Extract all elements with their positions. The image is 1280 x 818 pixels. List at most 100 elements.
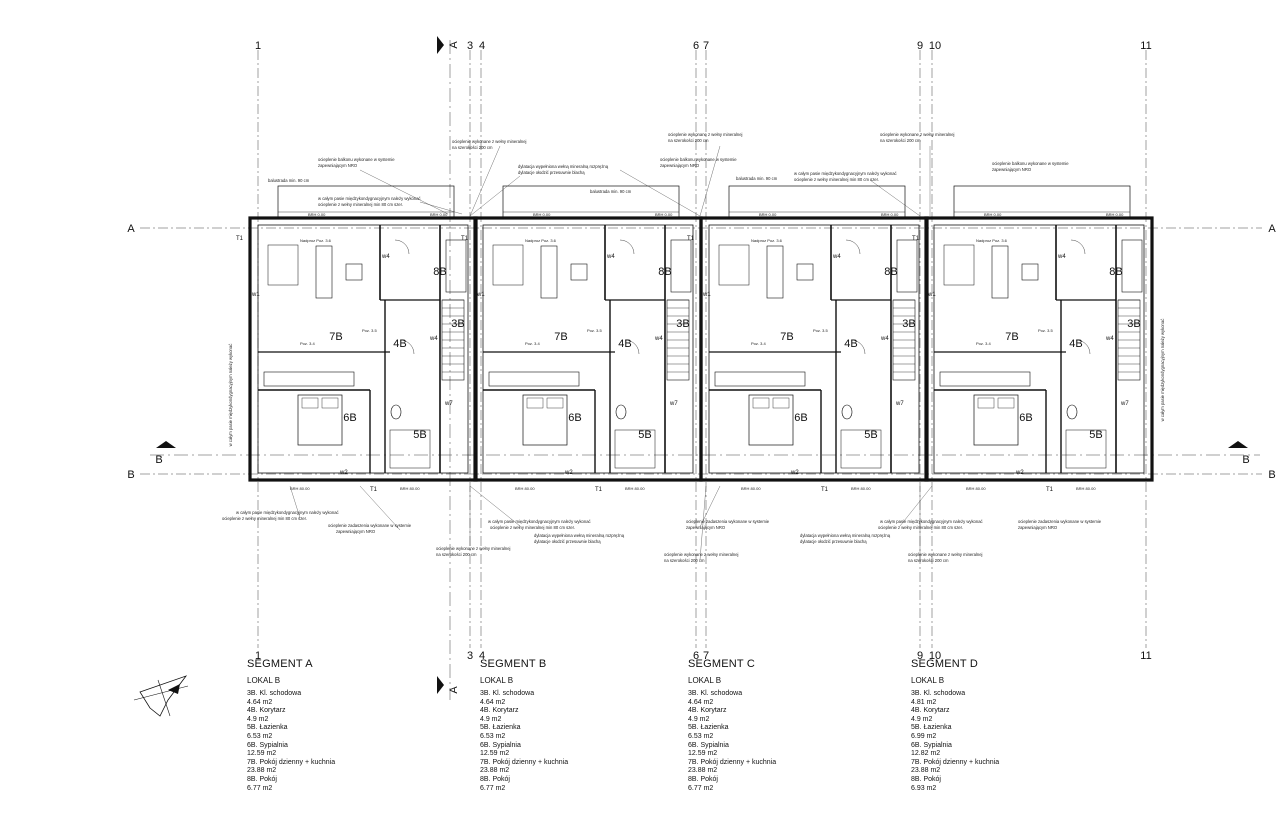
room-area: 4.9 m2 [911, 715, 933, 723]
exterior-wall [924, 216, 1154, 482]
section-label-a: A [448, 41, 460, 49]
lintel-label: Poz. 3.5 [362, 328, 377, 333]
room-label-5b: 5B [1089, 429, 1102, 441]
annotation-note: ocieplenie wykonane z wełny mineralnej [880, 132, 955, 137]
wall-tag: w1 [476, 292, 485, 298]
room-label-8b: 8B [884, 266, 897, 278]
room-name: 5B. Łazienka [688, 724, 729, 732]
wall-tag: w4 [832, 254, 841, 260]
window-tag: T1 [912, 236, 920, 242]
lintel-label: Poz. 3.4 [300, 341, 315, 346]
annotation-notes: ocieplenie wykonane z wełny mineralnejna… [222, 132, 1165, 563]
room-label-6b: 6B [1019, 412, 1032, 424]
grid-label-bottom: 3 [467, 650, 473, 662]
room-name: 7B. Pokój dzienny + kuchnia [911, 758, 1000, 766]
annotation-note: w całym pasie międzykondygnacyjnym należ… [794, 171, 897, 176]
lintel-label: Poz. 3.4 [751, 341, 766, 346]
sofa [540, 245, 558, 299]
annotation-note-vertical: w całym pasie międzykondygnacyjnym należ… [228, 344, 233, 447]
grid-label-top: 9 [917, 40, 923, 52]
brh-label: BRH 0.00 [984, 212, 1002, 217]
brh-label: BRH 80.00 [515, 486, 535, 491]
room-area: 4.9 m2 [688, 715, 710, 723]
dining-table [943, 244, 975, 286]
brh-label: BRH 80.00 [851, 486, 871, 491]
coffee-table [345, 263, 363, 281]
room-name: 6B. Sypialnia [911, 741, 952, 749]
room-label-7b: 7B [554, 331, 567, 343]
annotation-note: na szerokości 200 cm [436, 552, 477, 557]
room-area: 12.59 m2 [688, 750, 718, 758]
leader-line [289, 485, 301, 519]
room-label-6b: 6B [343, 412, 356, 424]
wall-tag: w7 [444, 401, 453, 407]
leader-line [469, 145, 501, 217]
kitchen-counter [939, 371, 1031, 387]
brh-label: BRH 0.00 [881, 212, 899, 217]
wall-tag: w7 [1120, 401, 1129, 407]
room-area: 23.88 m2 [480, 767, 510, 775]
room-label-3b: 3B [451, 318, 464, 330]
room-area: 4.64 m2 [688, 698, 714, 706]
sofa [315, 245, 333, 299]
room-name: 5B. Łazienka [911, 724, 952, 732]
section-label-a: A [448, 686, 460, 694]
brh-label: BRH 0.00 [655, 212, 673, 217]
grid-label-bottom: 7 [703, 650, 709, 662]
room-area: 4.9 m2 [247, 715, 269, 723]
staircase [666, 299, 690, 381]
room-label-6b: 6B [794, 412, 807, 424]
section-label-b: B [155, 454, 162, 466]
wall-tag: w2 [790, 470, 799, 476]
room-label-8b: 8B [658, 266, 671, 278]
window-tag: T1 [236, 236, 244, 242]
segment-title: SEGMENT D [911, 658, 978, 670]
coffee-table [796, 263, 814, 281]
room-label-5b: 5B [864, 429, 877, 441]
room-area: 12.82 m2 [911, 750, 941, 758]
bed [973, 394, 1019, 446]
leader-line [869, 179, 921, 217]
room-area: 4.64 m2 [480, 698, 506, 706]
annotation-note: na szerokości 200 cm [664, 558, 705, 563]
annotation-note: ocieplenie zadaszenia wykonane w systemi… [328, 523, 412, 528]
room-area: 6.53 m2 [688, 732, 714, 740]
row-label-right: A [1268, 223, 1276, 235]
annotation-note: ocieplenie balkonu wykonane w systemie [318, 157, 395, 162]
annotation-note: ocieplenie z wełny mineralnej min 80 cm … [490, 525, 575, 530]
wall-tag: w1 [702, 292, 711, 298]
annotation-note: ocieplenie z wełny mineralnej min 80 cm … [222, 516, 307, 521]
brh-label: BRH 80.00 [625, 486, 645, 491]
lokal-label: LOKAL B [688, 676, 722, 685]
window-tag: T1 [821, 487, 829, 493]
annotation-note: ocieplenie wykonane z wełny mineralnej [664, 552, 739, 557]
segment-title: SEGMENT B [480, 658, 547, 670]
bed [522, 394, 568, 446]
single-bed [896, 239, 918, 293]
annotation-note: zapewniającym NRO [336, 529, 376, 534]
brh-label: BRH 0.00 [759, 212, 777, 217]
sofa [766, 245, 784, 299]
room-name: 8B. Pokój [688, 775, 718, 783]
window-tag: T1 [1046, 487, 1054, 493]
grid-label-bottom: 6 [693, 650, 699, 662]
coffee-table [570, 263, 588, 281]
brh-label: BRH 80.00 [290, 486, 310, 491]
window-tag: T1 [595, 487, 603, 493]
brh-label: BRH 80.00 [966, 486, 986, 491]
grid-label-top: 11 [1140, 40, 1151, 52]
lintel-label: Nadproz Poz. 3.6 [300, 238, 332, 243]
room-area: 6.93 m2 [911, 784, 937, 792]
wall-tag: w2 [564, 470, 573, 476]
leader-line [359, 485, 401, 531]
grid-label-top: 6 [693, 40, 699, 52]
wall-tag: w4 [1057, 254, 1066, 260]
leader-line [899, 485, 933, 527]
annotation-note: zapewniającym NRO [1018, 525, 1058, 530]
leader-line [699, 145, 721, 217]
row-label-left: B [127, 469, 134, 481]
